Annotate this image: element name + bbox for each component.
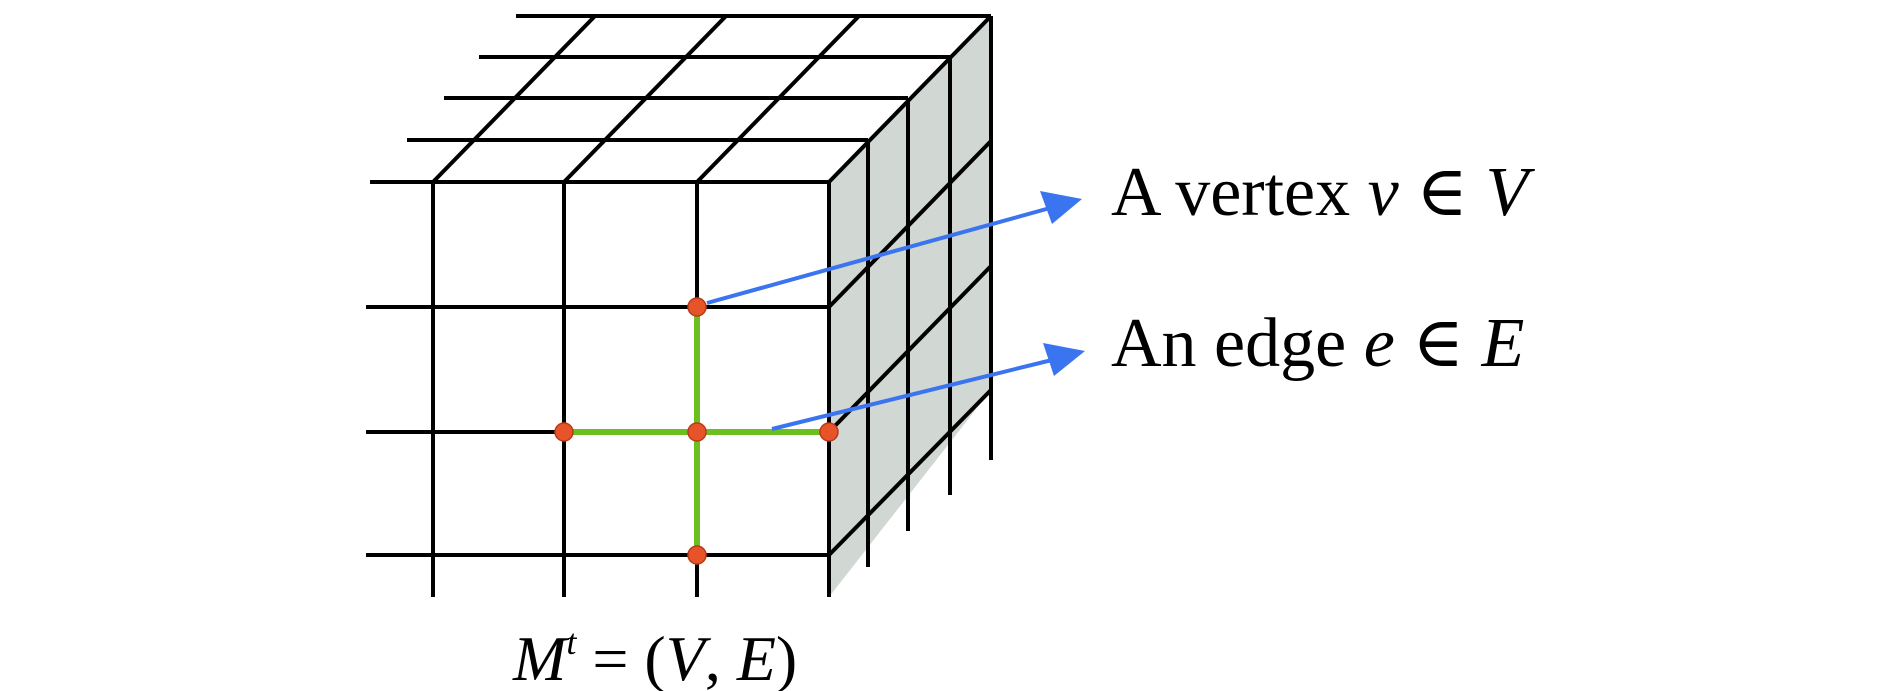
edge-label: An edge e ∈ E xyxy=(1111,305,1524,382)
vertex-bottom xyxy=(687,545,707,565)
vertex-top xyxy=(687,297,707,317)
edge-arrow xyxy=(771,343,1085,431)
cube-grid xyxy=(366,14,993,597)
vertices xyxy=(554,297,839,565)
vertex-left xyxy=(554,422,574,442)
mesh-caption: Mt = (V, E) xyxy=(512,622,797,691)
vertex-label: A vertex v ∈ V xyxy=(1111,154,1536,231)
vertex-center xyxy=(687,422,707,442)
vertex-arrow xyxy=(706,191,1082,305)
vertex-right xyxy=(819,422,839,442)
